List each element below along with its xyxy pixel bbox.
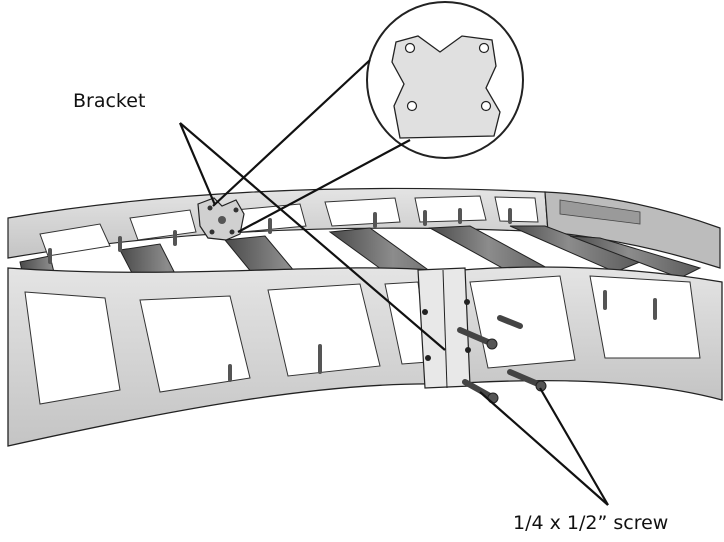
screw-heads <box>486 338 547 404</box>
back-side-frame <box>7 187 549 259</box>
bracket-callout-label: Bracket <box>73 90 146 112</box>
back-frame-extension <box>544 191 721 269</box>
leader-lines <box>178 59 609 506</box>
bracket-part <box>197 197 245 241</box>
bracket-detail-circle <box>366 1 524 159</box>
front-side-frame-left <box>7 267 441 447</box>
screws <box>457 315 541 399</box>
joint-plate <box>417 267 471 389</box>
front-side-frame-right <box>439 266 723 401</box>
mounting-pegs <box>48 208 657 382</box>
screw-callout-label: 1/4 x 1/2” screw <box>513 512 669 534</box>
